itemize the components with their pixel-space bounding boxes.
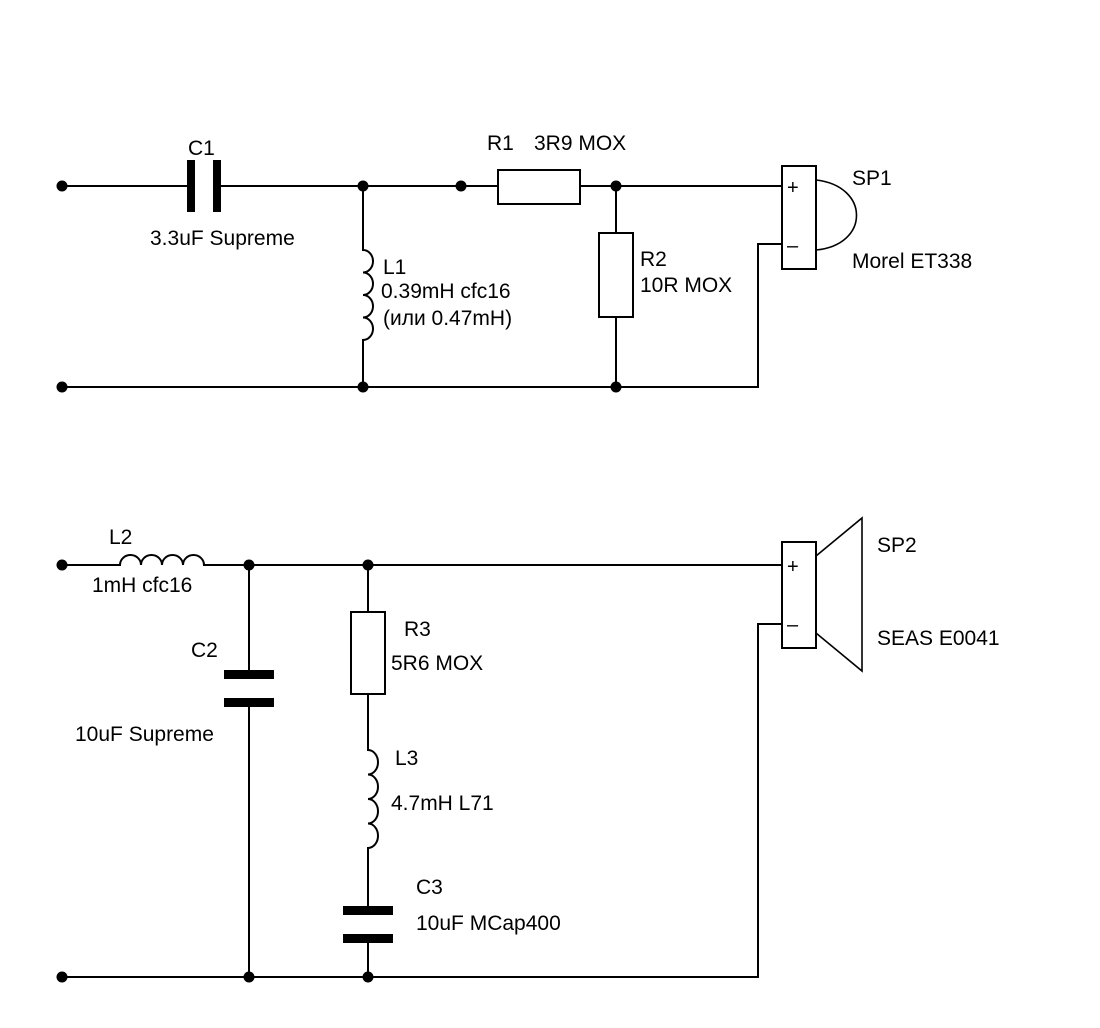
c3-value: 10uF MCap400 (416, 912, 561, 935)
r2-ref: R2 (640, 248, 667, 271)
sp2-plus-terminal: + (787, 556, 799, 578)
r1-value: 3R9 MOX (534, 132, 626, 155)
sp1-plus-terminal: + (787, 177, 799, 199)
tweeter-circuit: C1 3.3uF Supreme R1 3R9 MOX L1 0.39mH cf… (56, 132, 972, 393)
sp2-minus-terminal: – (787, 614, 799, 636)
woofer-input-plus-terminal (56, 559, 68, 571)
speaker-sp1: + – SP1 Morel ET338 (781, 165, 972, 273)
r2-value: 10R MOX (640, 274, 732, 297)
resistor-r3: R3 5R6 MOX (350, 611, 483, 695)
l1-ref: L1 (383, 256, 406, 279)
inductor-l3: L3 4.7mH L71 (366, 747, 494, 850)
l1-alt-value: (или 0.47mH) (383, 307, 512, 330)
sp2-ref: SP2 (877, 534, 917, 557)
speaker-sp2: + – SP2 SEAS E0041 (781, 516, 1000, 673)
tweeter-input-minus-terminal (56, 381, 68, 393)
inductor-l1: L1 0.39mH cfc16 (или 0.47mH) (361, 248, 512, 342)
woofer-input-minus-terminal (56, 971, 68, 983)
tweeter-input-plus-terminal (56, 180, 68, 192)
l1-value: 0.39mH cfc16 (381, 280, 511, 303)
inductor-l2: L2 1mH cfc16 (92, 526, 206, 597)
c2-ref: C2 (191, 639, 218, 662)
l3-value: 4.7mH L71 (391, 792, 494, 815)
resistor-r1: R1 3R9 MOX (487, 132, 626, 205)
resistor-r2: R2 10R MOX (598, 232, 732, 318)
c1-value: 3.3uF Supreme (150, 227, 295, 250)
sp1-model: Morel ET338 (852, 250, 972, 273)
capacitor-c1: C1 3.3uF Supreme (150, 137, 295, 250)
capacitor-c3: C3 10uF MCap400 (343, 876, 561, 943)
sp1-minus-terminal: – (787, 235, 799, 257)
l2-value: 1mH cfc16 (92, 574, 192, 597)
sp2-model: SEAS E0041 (877, 627, 1000, 650)
r3-value: 5R6 MOX (391, 652, 483, 675)
tweeter-junctions (56, 180, 622, 393)
c1-ref: C1 (188, 137, 215, 160)
sp1-ref: SP1 (852, 167, 892, 190)
l3-ref: L3 (395, 747, 418, 770)
woofer-wires (61, 564, 783, 978)
c2-value: 10uF Supreme (75, 723, 214, 746)
r3-ref: R3 (404, 618, 431, 641)
c3-ref: C3 (416, 876, 443, 899)
r1-ref: R1 (487, 132, 514, 155)
capacitor-c2: C2 10uF Supreme (75, 639, 274, 746)
l2-ref: L2 (109, 526, 132, 549)
woofer-circuit: L2 1mH cfc16 C2 10uF Supreme R3 5R6 MOX … (56, 516, 1000, 983)
woofer-junctions (56, 559, 374, 983)
